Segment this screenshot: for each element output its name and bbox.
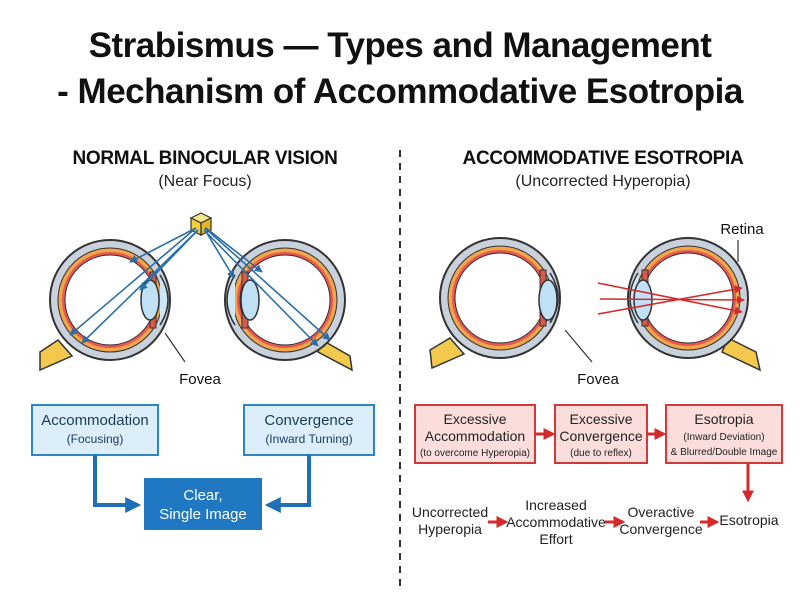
box-2-detail: (due to reflex) xyxy=(570,448,632,459)
optic-nerve xyxy=(429,337,466,370)
chain-step-2-line-2: Accommodative xyxy=(506,514,606,530)
chain-step-4-line-1: Esotropia xyxy=(719,512,778,528)
esotropia-result-box: Esotropia (Inward Deviation) & Blurred/D… xyxy=(665,404,783,464)
page-title-line-1: Strabismus — Types and Management xyxy=(88,26,712,65)
light-rays-normal xyxy=(69,227,331,347)
normal-right-eye xyxy=(224,239,353,372)
esotropia-left-eye xyxy=(429,237,561,370)
box-1-line-1: Excessive xyxy=(443,411,506,427)
chain-step-3-line-1: Overactive xyxy=(628,504,695,520)
convergence-title: Convergence xyxy=(264,412,353,429)
fovea-label-left: Fovea xyxy=(179,371,221,388)
accommodation-box: Accommodation (Focusing) xyxy=(31,404,159,456)
optic-nerve xyxy=(39,339,74,372)
box-3-line-1: Esotropia xyxy=(694,411,753,427)
box-1-line-2: Accommodation xyxy=(425,428,525,444)
cornea xyxy=(226,274,236,326)
convergence-detail: (Inward Turning) xyxy=(265,432,352,446)
box-3-detail: & Blurred/Double Image xyxy=(671,447,778,458)
optic-nerve xyxy=(721,336,762,372)
accommodation-to-result-arrow xyxy=(93,455,142,513)
box-2-line-2: Convergence xyxy=(559,428,642,444)
excessive-convergence-box: Excessive Convergence (due to reflex) xyxy=(554,404,648,464)
box-1-detail: (to overcome Hyperopia) xyxy=(420,448,530,459)
lens xyxy=(240,279,260,321)
light-rays-esotropia xyxy=(597,282,745,315)
fovea-pointer-right xyxy=(564,329,593,363)
right-panel-subheading: (Uncorrected Hyperopia) xyxy=(515,173,691,190)
result-line-1: Clear, xyxy=(183,487,222,504)
retina-label: Retina xyxy=(720,221,764,238)
clear-single-image-box: Clear, Single Image xyxy=(144,478,262,530)
box-2-line-1: Excessive xyxy=(569,411,632,427)
target-object-icon xyxy=(189,212,213,236)
result-line-2: Single Image xyxy=(159,506,247,523)
causal-chain: Uncorrected Hyperopia Increased Accommod… xyxy=(412,497,779,547)
convergence-box: Convergence (Inward Turning) xyxy=(243,404,375,456)
chain-step-3-line-2: Convergence xyxy=(619,521,702,537)
cornea xyxy=(159,274,169,326)
fovea-label-right: Fovea xyxy=(577,371,619,388)
right-panel-heading: ACCOMMODATIVE ESOTROPIA xyxy=(462,148,744,169)
left-panel-subheading: (Near Focus) xyxy=(158,173,252,190)
chain-step-1-line-2: Hyperopia xyxy=(418,521,482,537)
lens xyxy=(538,279,558,321)
fovea-pointer-left xyxy=(164,332,186,363)
chain-step-1-line-1: Uncorrected xyxy=(412,504,488,520)
left-panel-heading: NORMAL BINOCULAR VISION xyxy=(72,148,338,169)
excessive-accommodation-box: Excessive Accommodation (to overcome Hyp… xyxy=(414,404,536,464)
esotropia-right-eye xyxy=(627,237,762,372)
chain-step-2-line-3: Effort xyxy=(539,531,572,547)
accommodation-detail: (Focusing) xyxy=(67,432,124,446)
box-3-line-2: (Inward Deviation) xyxy=(683,432,764,443)
page-title-line-2: - Mechanism of Accommodative Esotropia xyxy=(57,72,743,111)
chain-step-2-line-1: Increased xyxy=(525,497,586,513)
convergence-to-result-arrow xyxy=(264,455,311,513)
accommodation-title: Accommodation xyxy=(41,412,149,429)
